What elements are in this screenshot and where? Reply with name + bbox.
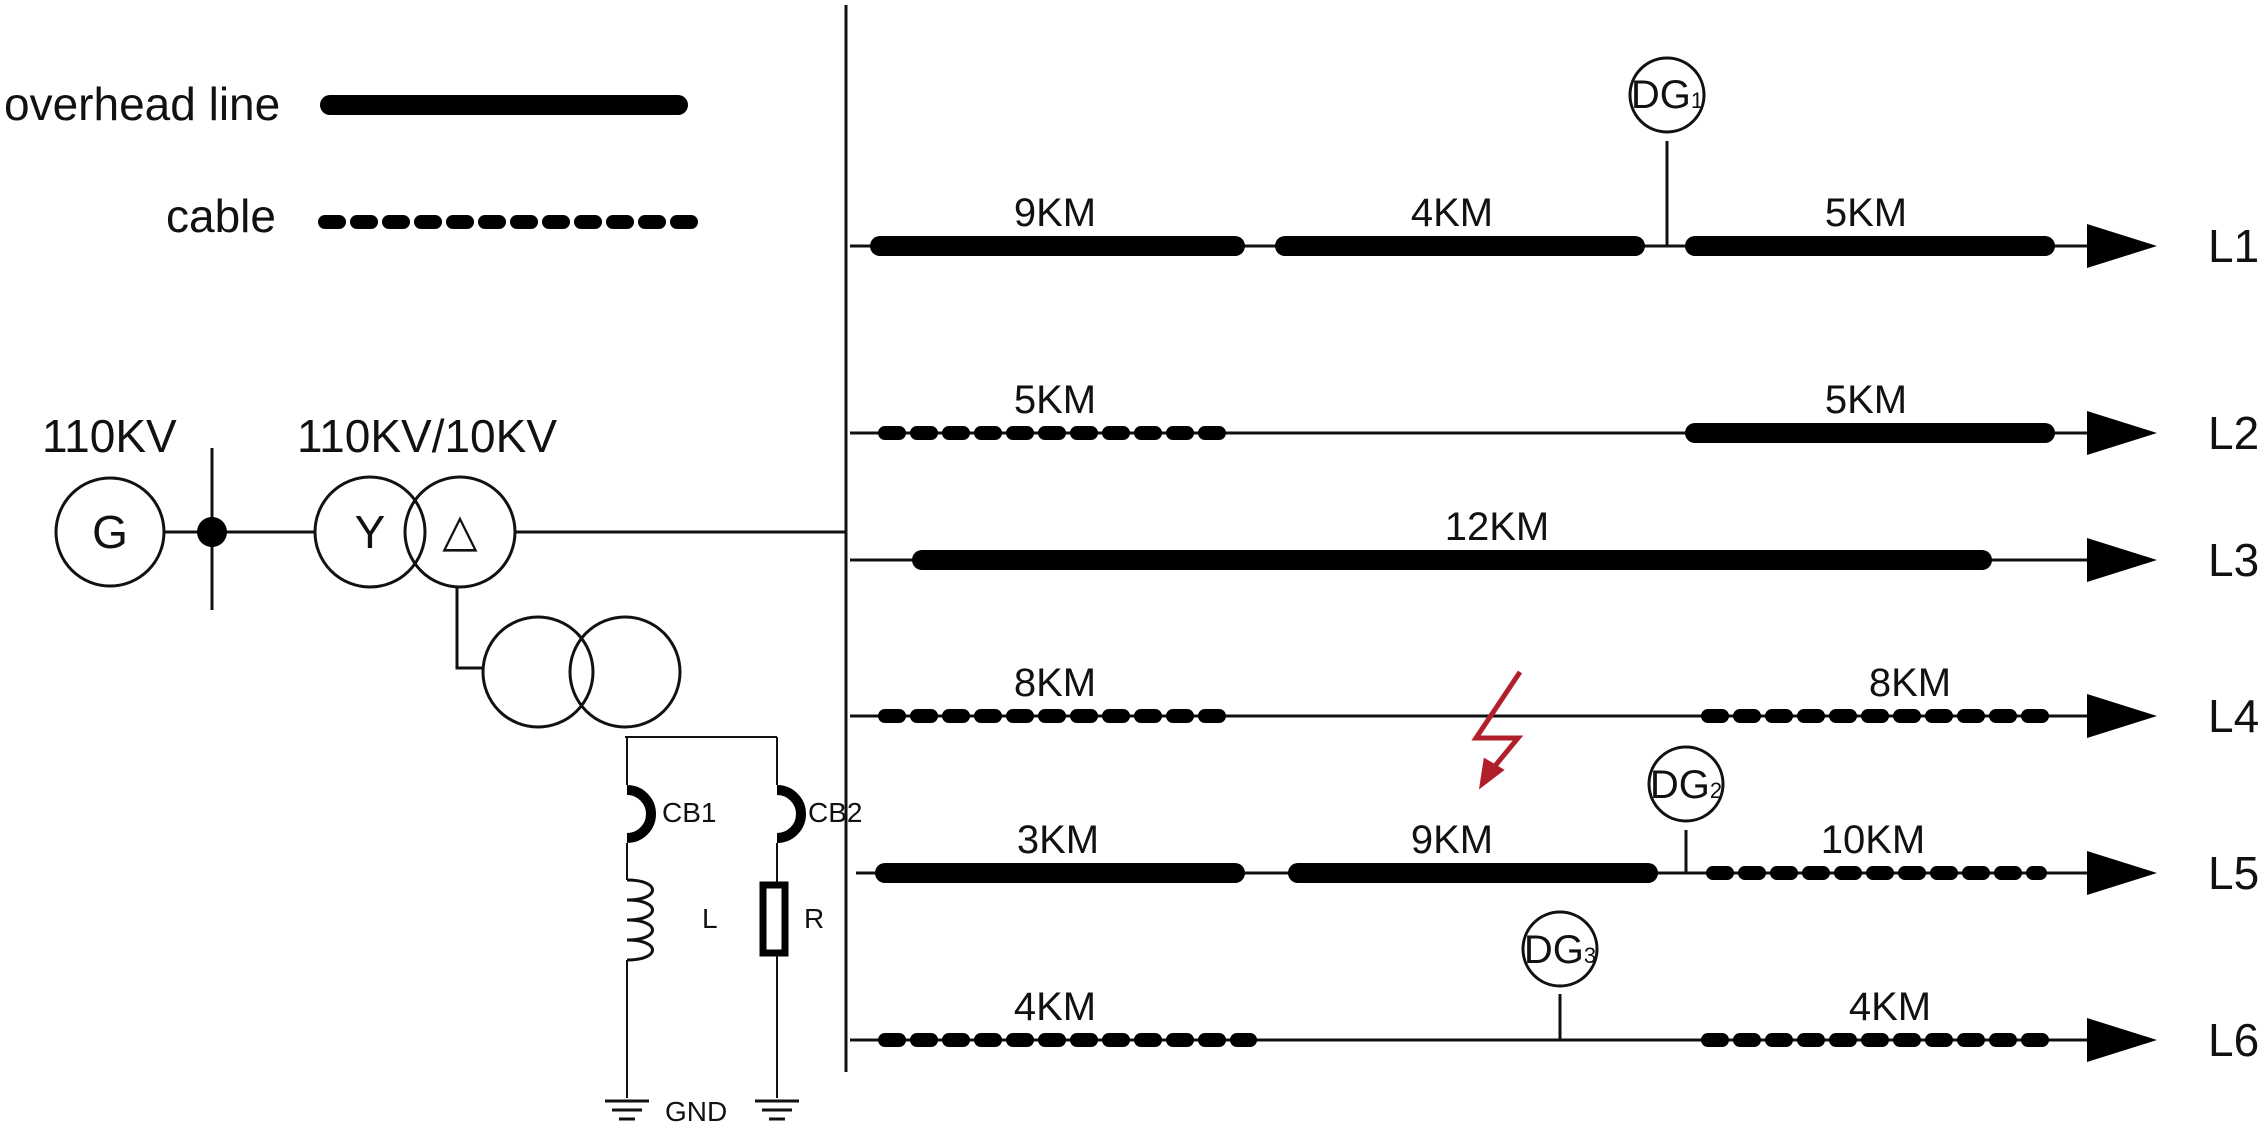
segment-length-label: 4KM (1014, 985, 1096, 1029)
feeder-arrow-icon (2087, 694, 2157, 738)
cb1-breaker-symbol (626, 785, 656, 843)
segment-length-label: 10KM (1821, 818, 1926, 862)
grounding-transformer-feed (455, 587, 493, 670)
dg-2-symbol (1647, 745, 1725, 823)
resistor-label: R (804, 903, 824, 934)
cb2-label: CB2 (808, 797, 862, 828)
grounding-transformer-winding-2 (568, 615, 682, 729)
feeder-arrow-icon (2087, 411, 2157, 455)
feeder-arrow-icon (2087, 1018, 2157, 1062)
segment-length-label: 4KM (1411, 191, 1493, 235)
resistor-symbol (759, 881, 789, 957)
grounding-section: CB1 L CB2 R GND (455, 587, 862, 1127)
feeder-arrow-icon (2087, 538, 2157, 582)
legend-cable-label: cable (166, 190, 276, 242)
feeder-l2: 5KM 5KM L2 (850, 378, 2258, 459)
transformer-rating-label: 110KV/10KV (297, 410, 557, 462)
fault-lightning-icon (1471, 670, 1524, 790)
dg-2-label: DG2 (1650, 763, 1722, 807)
feeder-l1: 9KM 4KM 5KM L1 (850, 191, 2258, 272)
segment-length-label: 9KM (1014, 191, 1096, 235)
segment-length-label: 9KM (1411, 818, 1493, 862)
feeder-l6: 4KM 4KM L6 (850, 985, 2258, 1066)
inductor-coil-symbol (626, 878, 654, 962)
source-section: 110KV G 110KV/10KV Y △ (42, 410, 846, 610)
segment-length-label: 5KM (1014, 378, 1096, 422)
feeder-name-label: L2 (2208, 407, 2258, 459)
source-voltage-label: 110KV (42, 410, 177, 462)
cb2-breaker-symbol (776, 785, 806, 843)
inductor-label: L (702, 903, 718, 934)
bus-node-dot (197, 517, 227, 547)
feeder-name-label: L4 (2208, 690, 2258, 742)
ground-icon (605, 1099, 649, 1121)
legend-overhead-label: overhead line (4, 78, 280, 130)
generator-label: G (92, 506, 128, 558)
legend: overhead line cable (4, 78, 702, 242)
feeder-name-label: L5 (2208, 847, 2258, 899)
dg-3-label: DG3 (1524, 928, 1596, 972)
feeder-name-label: L3 (2208, 534, 2258, 586)
feeder-arrow-icon (2087, 851, 2157, 895)
feeders: 9KM 4KM 5KM L1 5KM 5KM L2 12KM L3 8KM 8KM L4 3KM 9KM 1… (850, 191, 2258, 1066)
dg-2: DG2 (1647, 745, 1725, 873)
ground-label: GND (665, 1096, 727, 1127)
segment-length-label: 5KM (1825, 191, 1907, 235)
dg-3-symbol (1521, 910, 1599, 988)
segment-length-label: 8KM (1869, 661, 1951, 705)
dg-1: DG1 (1628, 56, 1706, 246)
dg-1-label: DG1 (1631, 73, 1703, 117)
segment-length-label: 4KM (1849, 985, 1931, 1029)
segment-length-label: 3KM (1017, 818, 1099, 862)
feeder-l4: 8KM 8KM L4 (850, 661, 2258, 742)
cb1-label: CB1 (662, 797, 716, 828)
segment-length-label: 5KM (1825, 378, 1907, 422)
feeder-name-label: L1 (2208, 220, 2258, 272)
dg-3: DG3 (1521, 910, 1599, 1040)
ground-icon (755, 1099, 799, 1121)
dg-1-symbol (1628, 56, 1706, 134)
feeder-name-label: L6 (2208, 1014, 2258, 1066)
feeder-arrow-icon (2087, 224, 2157, 268)
transformer-primary-winding (313, 475, 427, 589)
feeder-l5: 3KM 9KM 10KM L5 (856, 818, 2258, 899)
feeder-l3: 12KM L3 (850, 505, 2258, 586)
transformer-primary-label: Y (355, 506, 386, 558)
segment-length-label: 8KM (1014, 661, 1096, 705)
grounding-transformer-winding-1 (481, 615, 595, 729)
segment-length-label: 12KM (1445, 505, 1550, 549)
transformer-secondary-label: △ (442, 504, 478, 556)
